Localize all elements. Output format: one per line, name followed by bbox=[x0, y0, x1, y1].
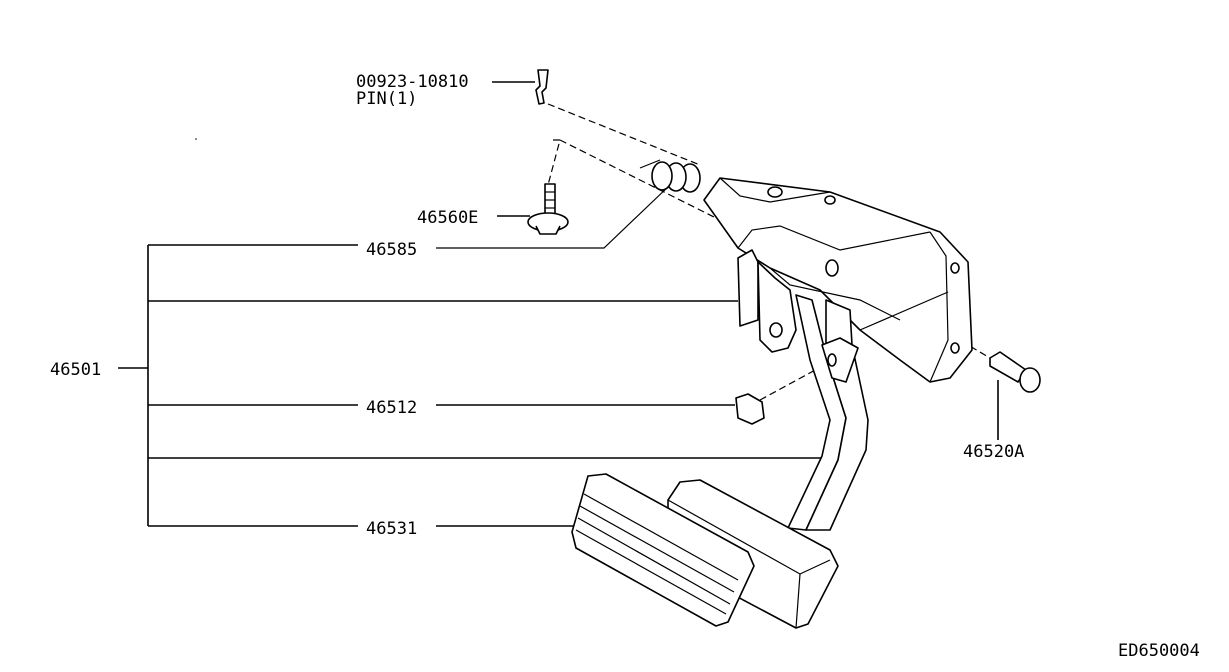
stray-dot bbox=[195, 138, 197, 140]
label-pin-name: PIN(1) bbox=[356, 89, 417, 109]
pedal-pad-front-part bbox=[571, 473, 755, 627]
label-pin-number: 00923-10810 bbox=[356, 72, 469, 92]
leader-lines bbox=[118, 81, 999, 527]
label-spring: 46585 bbox=[366, 240, 417, 260]
label-assembly: 46501 bbox=[50, 360, 101, 380]
label-drawing-code: ED650004 bbox=[1118, 641, 1200, 661]
pivot-pin-part bbox=[989, 351, 1041, 393]
label-stopper: 46512 bbox=[366, 398, 417, 418]
stopper-part bbox=[735, 393, 765, 425]
pedal-bracket-part bbox=[703, 177, 973, 383]
clevis-pin-part bbox=[535, 69, 549, 105]
bolt-part bbox=[527, 183, 569, 235]
spring-part bbox=[639, 159, 701, 193]
label-bolt: 46560E bbox=[417, 208, 478, 228]
pedal-arm-part bbox=[737, 249, 869, 531]
label-pivot-pin: 46520A bbox=[963, 442, 1024, 462]
label-pad: 46531 bbox=[366, 519, 417, 539]
